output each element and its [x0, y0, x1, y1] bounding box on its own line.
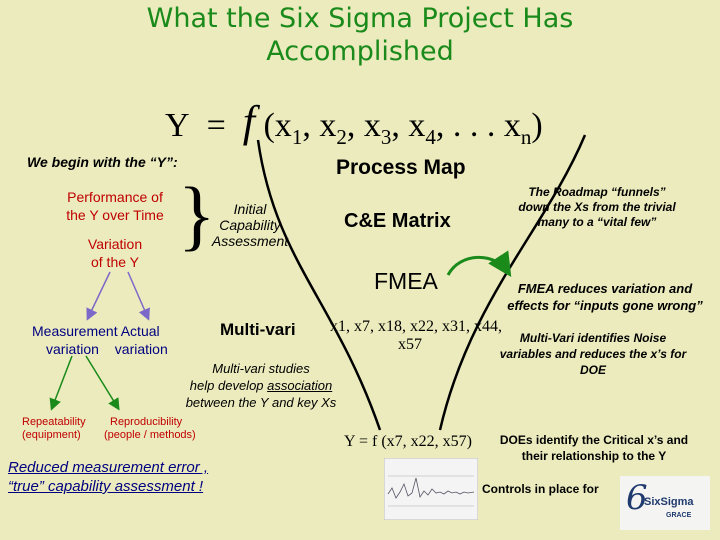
eq-lhs: Y — [165, 107, 190, 144]
title-line-2: Accomplished — [266, 36, 454, 67]
text-line: Performance of — [67, 189, 163, 205]
roadmap-note: The Roadmap “funnels” down the Xs from t… — [502, 185, 692, 230]
eq-sub: n — [520, 124, 532, 149]
text-line: “true” capability assessment ! — [8, 478, 204, 495]
multivari-noise-note: Multi-Vari identifies Noise variables an… — [480, 330, 706, 378]
text-line: (equipment) — [22, 429, 81, 441]
eq-sep: , . . . x — [435, 107, 521, 144]
eq-sep: , x — [346, 107, 381, 144]
eq-open: (x — [263, 107, 292, 144]
arrow — [85, 355, 120, 411]
text-line: Variation — [87, 236, 143, 252]
title-line-1: What the Six Sigma Project Has — [146, 3, 574, 34]
initial-capability-label: Initial Capability Assessment — [198, 201, 302, 249]
logo-text: GRACE — [666, 512, 692, 519]
fmea-note: FMEA reduces variation and effects for “… — [490, 280, 720, 314]
process-map-label: Process Map — [336, 156, 466, 179]
eq-sep: , x — [391, 107, 426, 144]
reproducibility-label: Reproducibility (people / methods) — [104, 416, 196, 442]
variation-label: Variation of the Y — [70, 235, 160, 271]
text-line: help develop — [189, 378, 268, 393]
multivari-label: Multi-vari — [220, 320, 296, 339]
controls-note: Controls in place for — [482, 482, 599, 496]
eq-sub: 4 — [425, 124, 436, 149]
multivari-study-note: Multi-vari studies help develop associat… — [176, 360, 346, 411]
text-line: (people / methods) — [104, 429, 196, 441]
text-line: DOEs identify the Critical x’s and — [499, 433, 689, 447]
ce-matrix-label: C&E Matrix — [344, 210, 451, 232]
text-line: Multi-vari studies — [212, 361, 310, 376]
text-line: down the Xs from the trivial — [518, 200, 676, 214]
eq-sep: , x — [302, 107, 337, 144]
text-line: effects for “inputs gone wrong” — [507, 298, 703, 313]
performance-label: Performance of the Y over Time — [52, 188, 178, 224]
logo-number: 6 — [626, 478, 648, 518]
six-sigma-logo: 6 SixSigma GRACE — [620, 476, 710, 530]
final-equation: Y = f (x7, x22, x57) — [344, 433, 472, 450]
text-line: of the Y — [90, 254, 139, 270]
eq-sub: 3 — [380, 124, 392, 149]
reduced-error-note: Reduced measurement error , “true” capab… — [8, 458, 208, 496]
text-line: variables and reduces the x’s for — [499, 347, 687, 361]
text-line: Initial — [233, 201, 267, 217]
text-line: Reproducibility — [110, 416, 183, 428]
measurement-label: Measurement Actual variation variation — [32, 322, 168, 358]
text-line: variation variation — [46, 341, 168, 357]
logo-text: SixSigma — [644, 496, 694, 508]
text-line: many to a “vital few” — [537, 215, 657, 229]
text-line: between the Y and key Xs — [185, 395, 337, 410]
brace: } — [178, 171, 216, 258]
text-line: Multi-Vari identifies Noise — [519, 331, 667, 345]
begin-label: We begin with the “Y”: — [27, 154, 178, 170]
eq-equals: = — [206, 107, 226, 144]
eq-function: f — [242, 97, 255, 146]
fmea-label: FMEA — [374, 268, 438, 294]
text-line: x57 — [398, 336, 422, 353]
eq-sub: 1 — [291, 124, 303, 149]
text-line: Reduced measurement error , — [8, 459, 209, 476]
text-line: The Roadmap “funnels” — [528, 185, 666, 199]
doe-note: DOEs identify the Critical x’s and their… — [478, 432, 710, 464]
text-line: Measurement Actual — [32, 323, 160, 339]
funnel-left-curve — [256, 139, 382, 431]
text-line: Repeatability — [22, 416, 86, 428]
text-line: Assessment — [211, 233, 289, 249]
eq-close: ) — [531, 107, 543, 144]
repeatability-label: Repeatability (equipment) — [22, 416, 86, 442]
fmea-loop-arrow — [446, 250, 512, 278]
arrow — [86, 271, 111, 321]
text-line: FMEA reduces variation and — [517, 281, 693, 296]
text-line: DOE — [579, 363, 606, 377]
arrow — [127, 271, 150, 321]
text-line: Capability — [219, 217, 281, 233]
text-line: association — [267, 378, 333, 393]
arrow — [49, 355, 73, 411]
text-line: the Y over Time — [66, 207, 164, 223]
x-list: x1, x7, x18, x22, x31, x44, x57 — [330, 318, 502, 354]
page-title: What the Six Sigma Project Has Accomplis… — [0, 2, 720, 68]
text-line: x1, x7, x18, x22, x31, x44, — [330, 318, 502, 335]
eq-sub: 2 — [336, 124, 347, 149]
text-line: their relationship to the Y — [521, 449, 667, 463]
control-chart-thumbnail — [384, 458, 478, 520]
main-equation: Y = f (x1, x2, x3, x4, . . . xn) — [165, 96, 543, 150]
